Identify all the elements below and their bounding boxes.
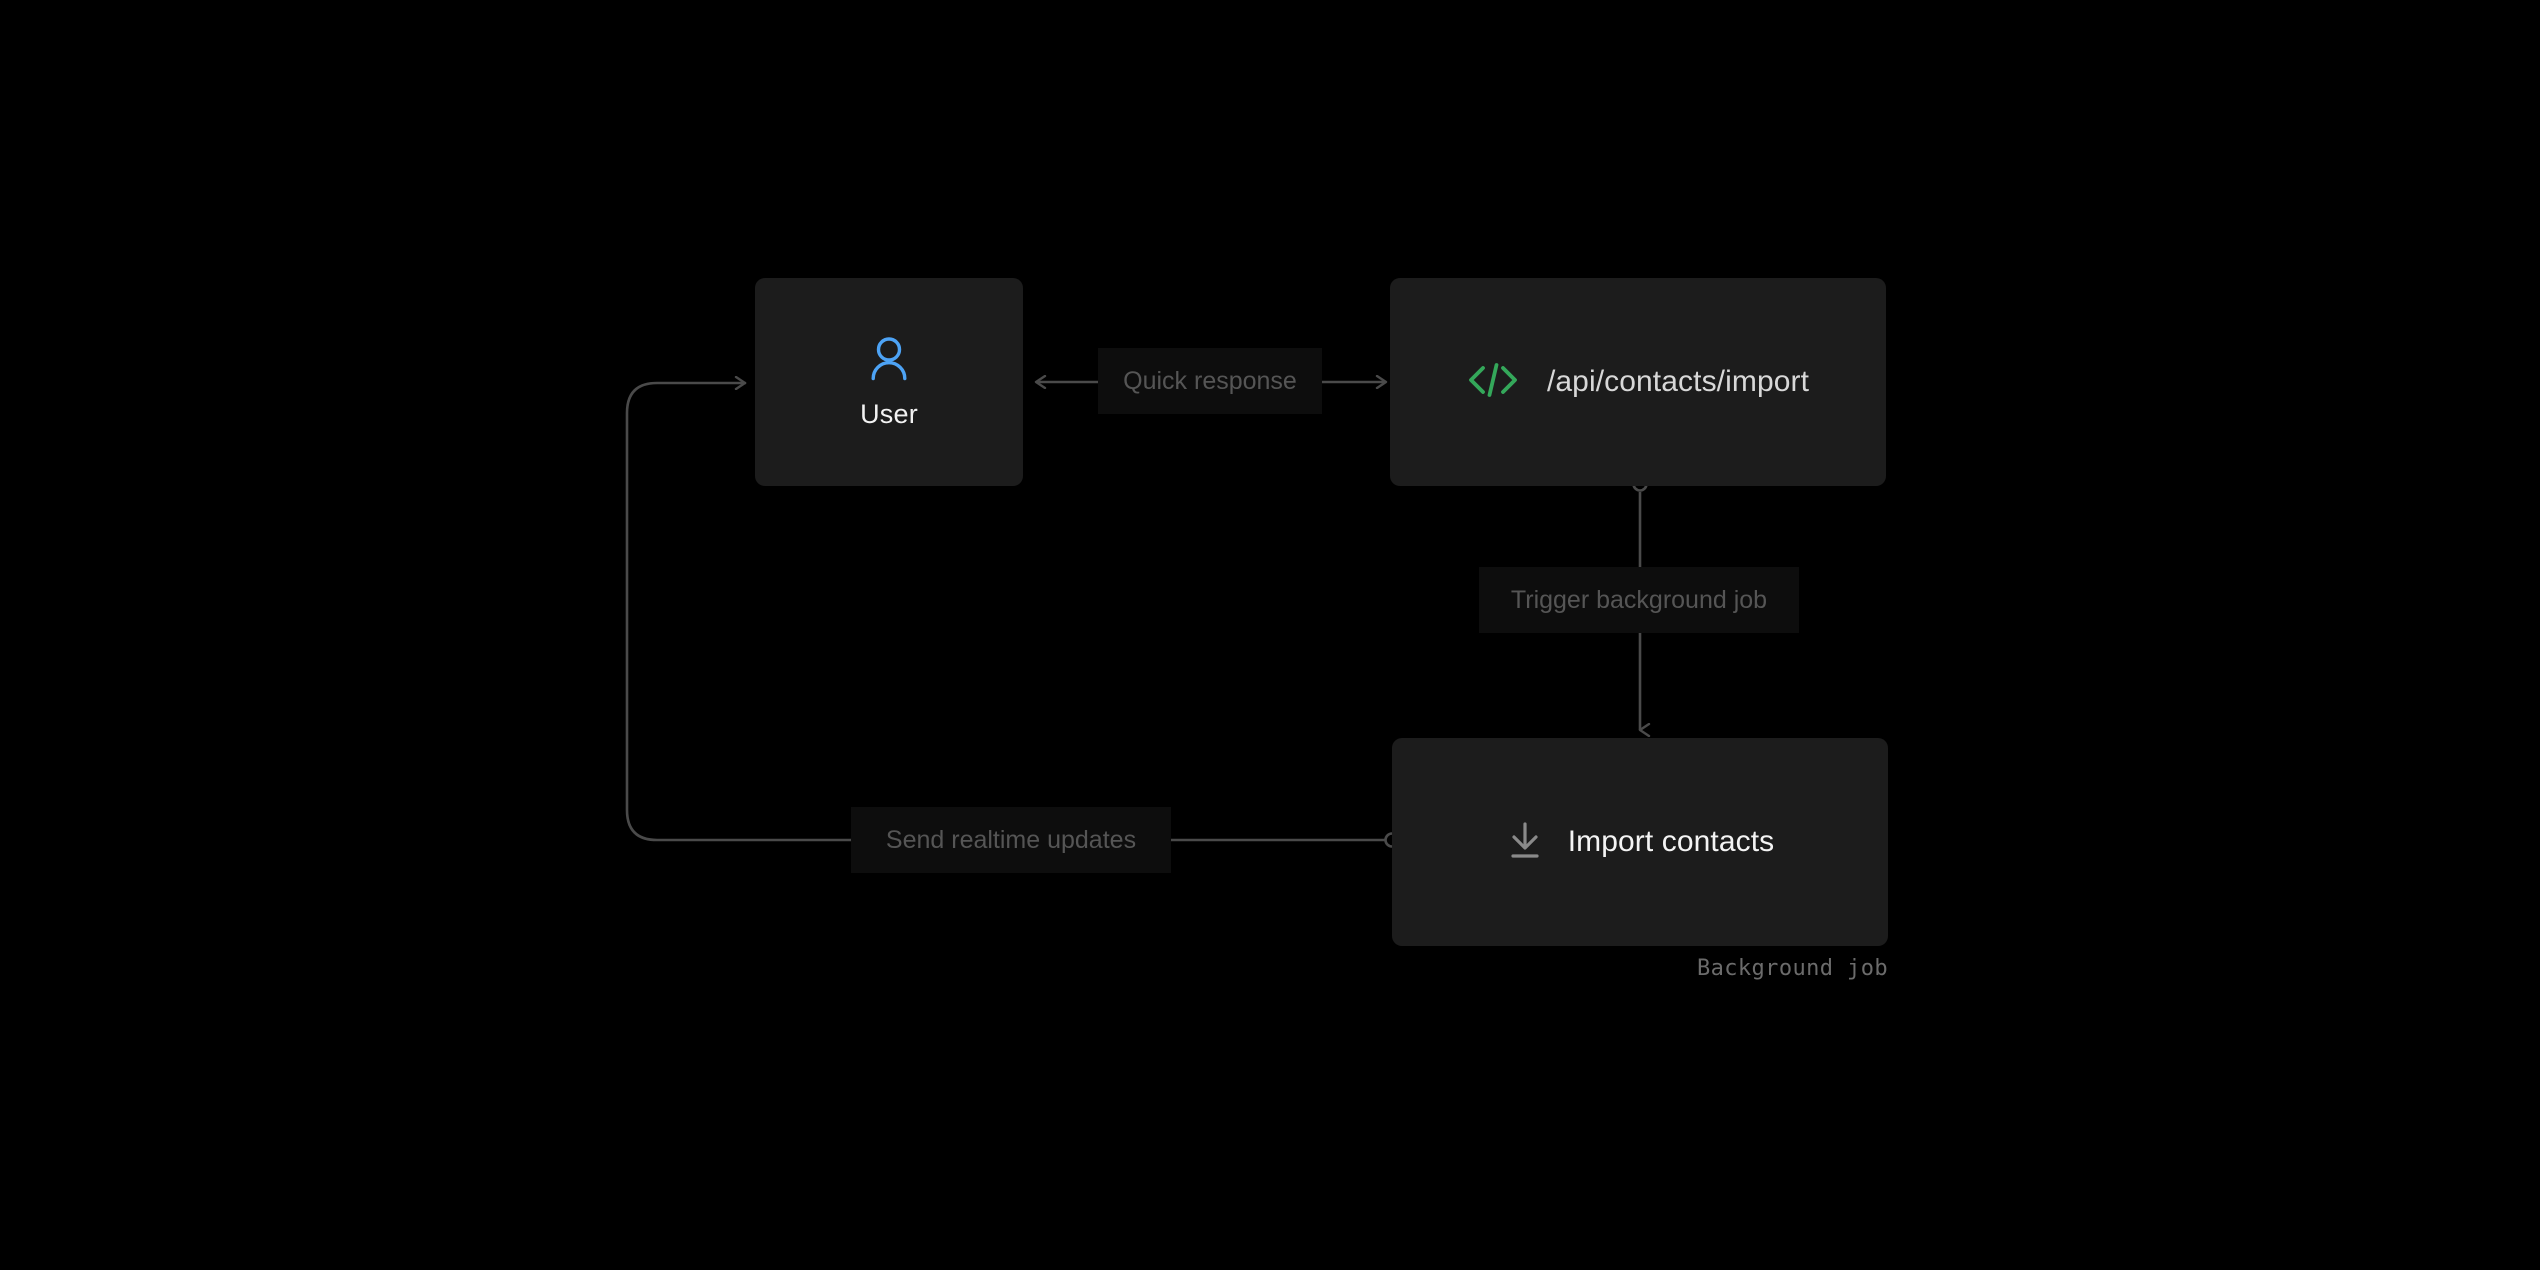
code-brackets-icon: [1467, 360, 1519, 405]
download-icon: [1506, 820, 1544, 865]
edge-label-send-realtime-updates: Send realtime updates: [851, 807, 1171, 873]
node-api-endpoint-label: /api/contacts/import: [1546, 365, 1810, 398]
node-import-contacts[interactable]: Import contacts: [1392, 738, 1888, 946]
node-api-endpoint[interactable]: /api/contacts/import: [1390, 278, 1886, 486]
user-icon: [867, 336, 911, 387]
edge-label-quick-response: Quick response: [1098, 348, 1322, 414]
node-import-contacts-label: Import contacts: [1567, 825, 1775, 858]
node-user-label: User: [860, 399, 918, 429]
background-job-caption: Background job: [1696, 956, 1888, 981]
node-user[interactable]: User: [755, 278, 1023, 486]
edge-label-trigger-background-job: Trigger background job: [1479, 567, 1799, 633]
